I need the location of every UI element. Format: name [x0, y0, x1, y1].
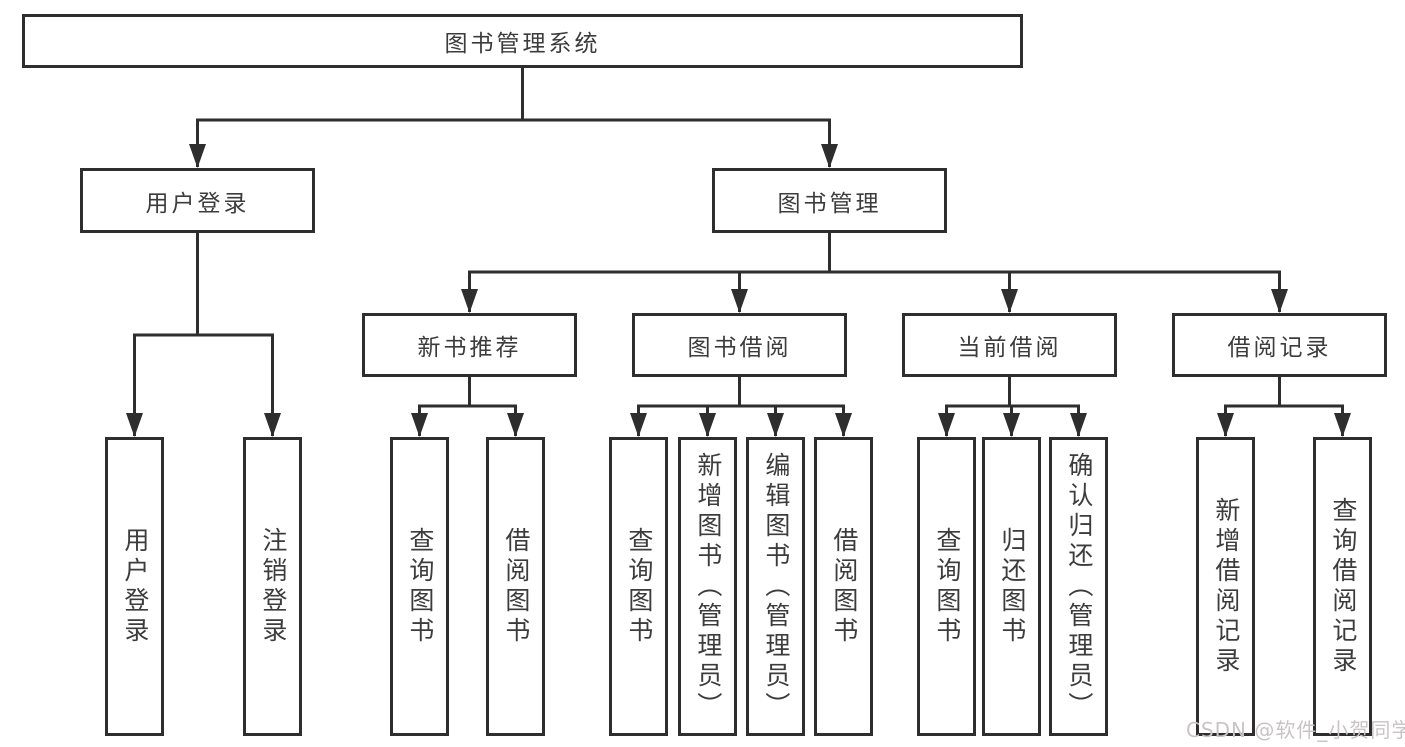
node-borrow-record-label: 借阅记录 [1227, 335, 1332, 361]
node-book-management-label: 图书管理 [777, 190, 882, 217]
leaf-user-login: 用户登录 [105, 437, 164, 736]
leaf-edit-book-admin: 编辑图书（管理员） [746, 437, 805, 736]
leaf-return-book-label: 归还图书 [997, 526, 1027, 647]
leaf-add-book-admin-label: 新增图书（管理员） [693, 451, 723, 722]
leaf-query-books-recommend-label: 查询图书 [405, 526, 435, 647]
node-book-borrow-label: 图书借阅 [687, 335, 792, 361]
leaf-borrow-books-recommend: 借阅图书 [486, 437, 545, 736]
leaf-query-borrow-record-label: 查询借阅记录 [1328, 496, 1358, 677]
node-user-login: 用户登录 [80, 168, 315, 233]
node-book-management: 图书管理 [712, 168, 947, 233]
node-user-login-label: 用户登录 [145, 190, 250, 217]
leaf-borrow-books: 借阅图书 [814, 437, 873, 736]
leaf-confirm-return-admin-label: 确认归还（管理员） [1064, 451, 1094, 722]
leaf-add-borrow-record: 新增借阅记录 [1196, 437, 1255, 736]
leaf-logout-label: 注销登录 [258, 526, 288, 647]
node-current-borrow-label: 当前借阅 [957, 335, 1062, 361]
leaf-add-borrow-record-label: 新增借阅记录 [1211, 496, 1241, 677]
leaf-borrow-books-label: 借阅图书 [829, 526, 859, 647]
node-borrow-record: 借阅记录 [1172, 313, 1387, 377]
leaf-add-book-admin: 新增图书（管理员） [678, 437, 737, 736]
node-new-book-recommend: 新书推荐 [362, 313, 577, 377]
node-book-borrow: 图书借阅 [632, 313, 847, 377]
node-root-system: 图书管理系统 [22, 14, 1023, 68]
leaf-logout: 注销登录 [243, 437, 302, 736]
leaf-user-login-label: 用户登录 [120, 526, 150, 647]
leaf-query-books-recommend: 查询图书 [390, 437, 449, 736]
leaf-query-books-borrow-label: 查询图书 [624, 526, 654, 647]
leaf-edit-book-admin-label: 编辑图书（管理员） [761, 451, 791, 722]
node-current-borrow: 当前借阅 [902, 313, 1117, 377]
leaf-borrow-books-recommend-label: 借阅图书 [501, 526, 531, 647]
node-root-label: 图书管理系统 [444, 31, 601, 57]
leaf-query-books-current: 查询图书 [917, 437, 976, 736]
leaf-query-books-borrow: 查询图书 [609, 437, 668, 736]
csdn-watermark: CSDN @软件_小贺同学 [1186, 718, 1405, 742]
leaf-return-book: 归还图书 [982, 437, 1041, 736]
leaf-query-books-current-label: 查询图书 [932, 526, 962, 647]
node-new-book-recommend-label: 新书推荐 [417, 335, 522, 361]
leaf-query-borrow-record: 查询借阅记录 [1313, 437, 1372, 736]
leaf-confirm-return-admin: 确认归还（管理员） [1049, 437, 1108, 736]
